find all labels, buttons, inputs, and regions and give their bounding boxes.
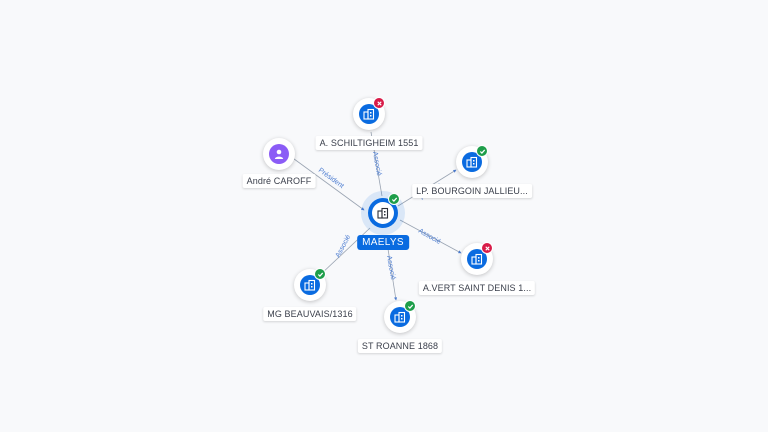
node-label: LP. BOURGOIN JALLIEU...	[412, 184, 532, 198]
edge-label-beauvais: Associé	[335, 234, 353, 259]
node-label: MG BEAUVAIS/1316	[263, 307, 357, 321]
node-label: ST ROANNE 1868	[357, 339, 443, 353]
edge-label-roanne: Associé	[385, 255, 396, 280]
node-label: A. SCHILTIGHEIM 1551	[315, 136, 423, 150]
edge-vert-saint-denis	[399, 219, 462, 254]
edge-label-schiltigheim: Associé	[371, 151, 382, 176]
building-icon	[462, 152, 482, 172]
person-icon	[269, 144, 289, 164]
active-status-icon	[404, 300, 416, 312]
node-label: André CAROFF	[242, 174, 316, 188]
center-node-label: MAELYS	[357, 235, 409, 250]
building-icon	[467, 249, 487, 269]
edge-label-vert-saint-denis: Associé	[417, 228, 442, 246]
building-icon	[390, 307, 410, 327]
node-label: A.VERT SAINT DENIS 1...	[418, 281, 536, 295]
building-icon	[300, 275, 320, 295]
closed-status-icon	[373, 97, 385, 109]
building-icon	[372, 202, 394, 224]
building-icon	[359, 104, 379, 124]
closed-status-icon	[481, 242, 493, 254]
active-status-icon	[314, 268, 326, 280]
active-status-icon	[476, 145, 488, 157]
active-status-icon	[388, 193, 400, 205]
edge-caroff	[289, 155, 365, 211]
